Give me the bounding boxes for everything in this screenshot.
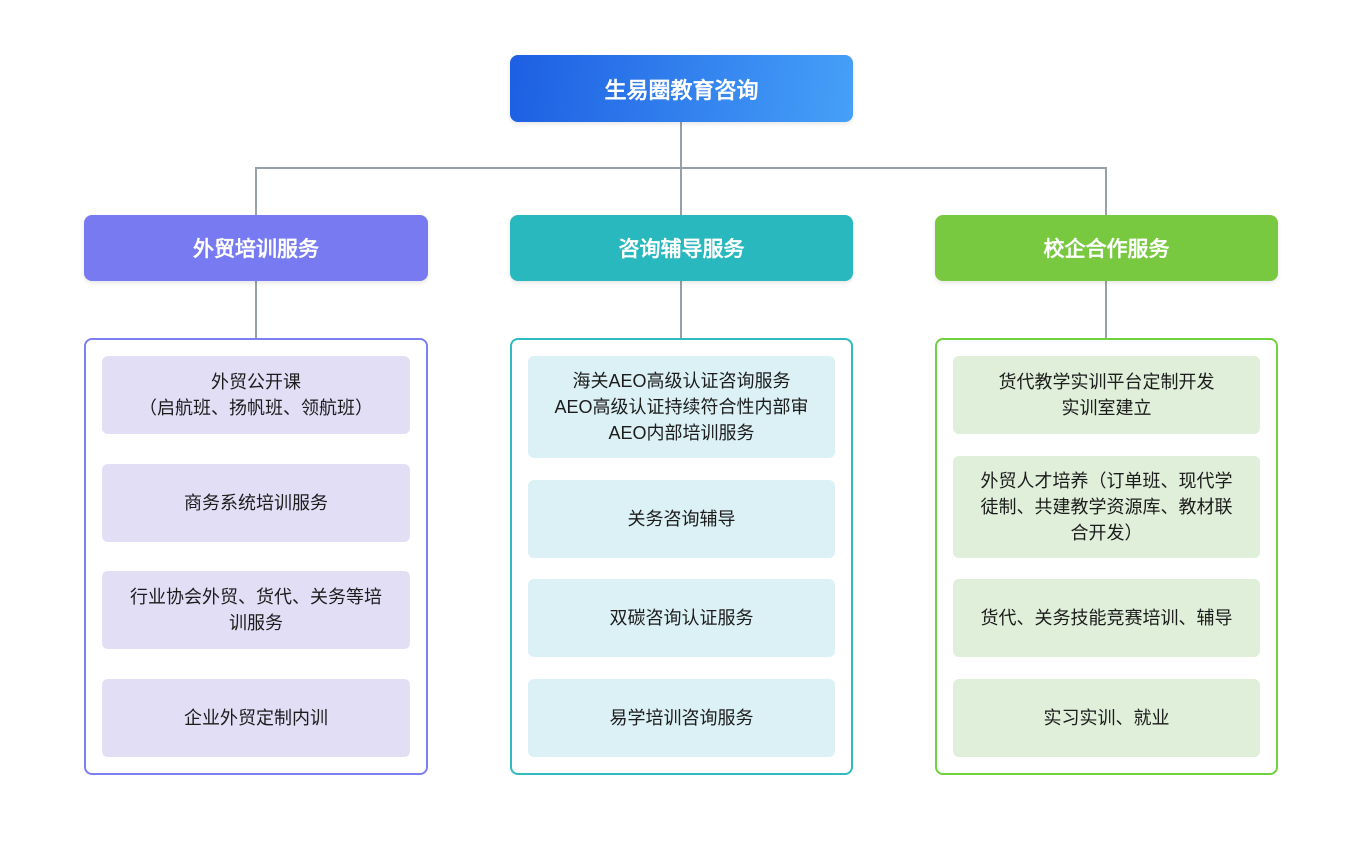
connector-branch2-drop [680,167,682,216]
service-item-label: 货代教学实训平台定制开发 实训室建立 [998,372,1215,418]
branch-header-school-enterprise[interactable]: 校企合作服务 [935,215,1278,281]
connector-branch1-drop [255,167,257,216]
service-item-label: 行业协会外贸、货代、关务等培 训服务 [130,587,382,634]
service-item[interactable]: 实习实训、就业 [953,678,1260,757]
branch-header-foreign-trade-training[interactable]: 外贸培训服务 [84,215,428,281]
root-node-label: 生易圈教育咨询 [604,77,759,103]
connector-branch3-drop [1105,167,1107,216]
service-item-label: 外贸人才培养（订单班、现代学 徒制、共建教学资源库、教材联 合开发） [980,470,1233,543]
connector-branch3-panel [1105,280,1107,338]
service-item-label: 易学培训咨询服务 [609,707,754,728]
branch-header-label: 咨询辅导服务 [618,238,745,261]
panel-consulting-coaching: 海关AEO高级认证咨询服务 AEO高级认证持续符合性内部审 AEO内部培训服务 … [510,338,853,775]
service-item[interactable]: 关务咨询辅导 [528,479,835,558]
service-item[interactable]: 双碳咨询认证服务 [528,579,835,658]
branch-header-consulting-coaching[interactable]: 咨询辅导服务 [510,215,853,281]
service-item[interactable]: 企业外贸定制内训 [102,678,410,757]
service-item-label: 双碳咨询认证服务 [609,608,754,629]
service-item[interactable]: 行业协会外贸、货代、关务等培 训服务 [102,571,410,650]
service-item[interactable]: 货代教学实训平台定制开发 实训室建立 [953,356,1260,434]
service-item-label: 企业外贸定制内训 [184,707,328,728]
service-item-label: 关务咨询辅导 [627,508,736,529]
service-item-label: 海关AEO高级认证咨询服务 AEO高级认证持续符合性内部审 AEO内部培训服务 [554,371,809,443]
service-item[interactable]: 货代、关务技能竞赛培训、辅导 [953,579,1260,658]
service-item-label: 商务系统培训服务 [184,492,328,513]
service-item[interactable]: 外贸人才培养（订单班、现代学 徒制、共建教学资源库、教材联 合开发） [953,455,1260,558]
service-item[interactable]: 易学培训咨询服务 [528,678,835,757]
connector-branch1-panel [255,280,257,338]
connector-root-trunk [680,121,682,168]
panel-foreign-trade-training: 外贸公开课 （启航班、扬帆班、领航班） 商务系统培训服务 行业协会外贸、货代、关… [84,338,428,775]
service-item-label: 实习实训、就业 [1043,707,1170,728]
service-item[interactable]: 外贸公开课 （启航班、扬帆班、领航班） [102,356,410,434]
service-item-label: 货代、关务技能竞赛培训、辅导 [980,608,1233,629]
service-item[interactable]: 海关AEO高级认证咨询服务 AEO高级认证持续符合性内部审 AEO内部培训服务 [528,356,835,458]
service-item-label: 外贸公开课 （启航班、扬帆班、领航班） [139,372,373,418]
branch-header-label: 外贸培训服务 [193,238,319,261]
root-node[interactable]: 生易圈教育咨询 [510,55,853,122]
service-item[interactable]: 商务系统培训服务 [102,463,410,542]
panel-school-enterprise: 货代教学实训平台定制开发 实训室建立 外贸人才培养（订单班、现代学 徒制、共建教… [935,338,1278,775]
connector-branch2-panel [680,280,682,338]
branch-header-label: 校企合作服务 [1043,238,1170,261]
